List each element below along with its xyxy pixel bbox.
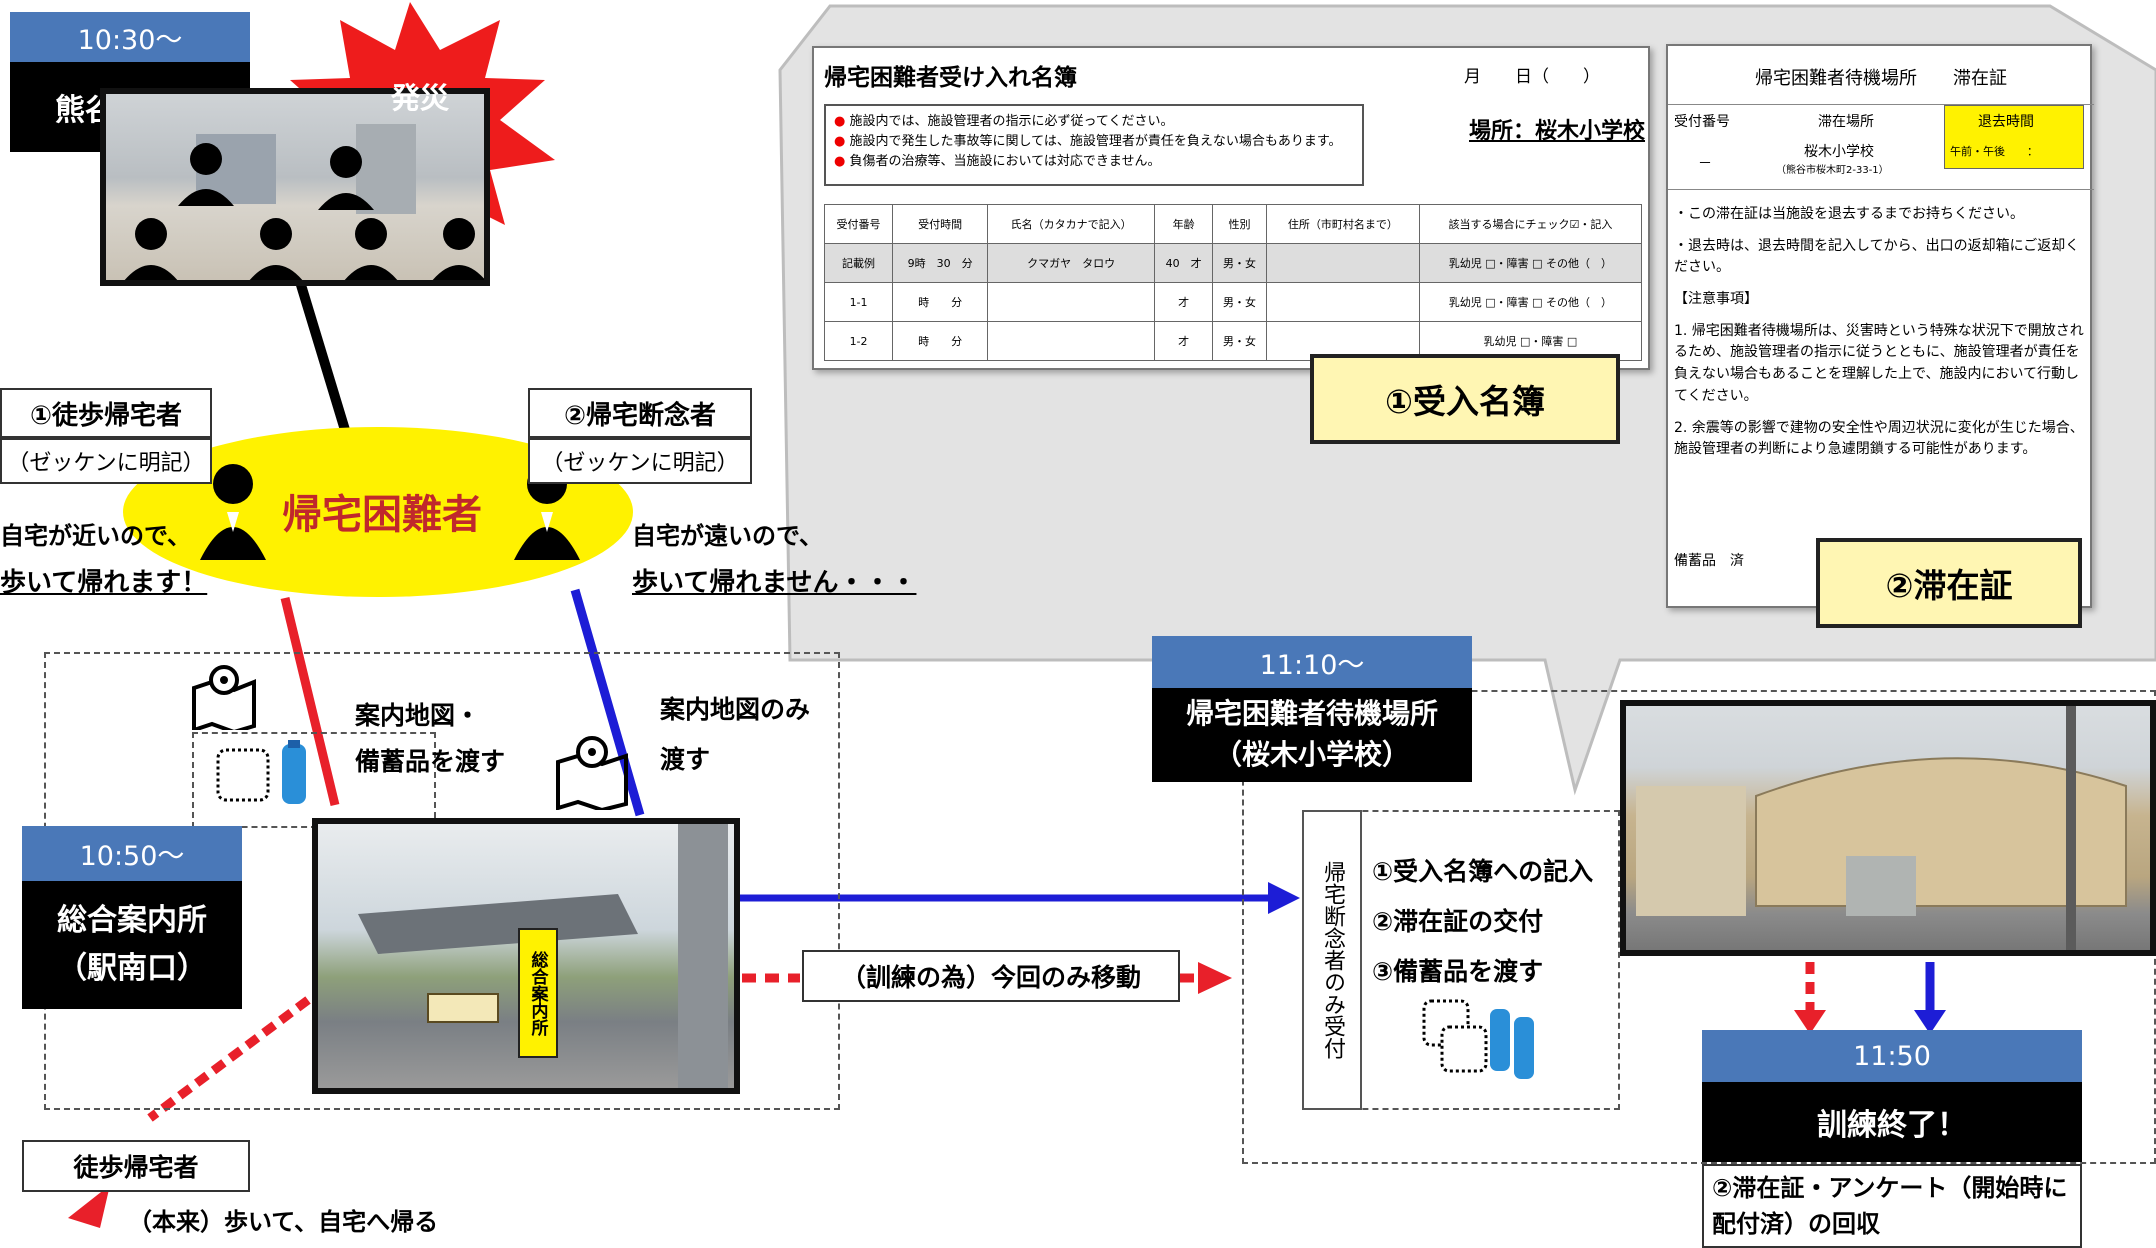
move-arrow-head [1198,962,1232,994]
stuck-desc2: 歩いて帰れません・・・ [632,568,917,598]
permit-h1: 受付番号 [1674,114,1730,130]
supplies-icon [216,740,306,804]
info-time: 10:50〜 [22,826,242,881]
permit-line: ・退去時は、退去時間を記入してから、出口の返却箱にご返却ください。 [1674,237,2080,276]
permit-body: ・この滞在証は当施設を退去するまでお持ちください。 ・退去時は、退去時間を記入し… [1674,204,2088,461]
end-label: 訓練終了！ [1702,1082,2082,1162]
register-title: 帰宅困難者受け入れ名簿 [824,65,1077,91]
station-time: 10:30〜 [10,12,250,62]
school-photo [1620,700,2156,956]
walkhome-title: 徒歩帰宅者 [22,1140,250,1192]
permit-doc: 帰宅困難者待機場所 滞在証 受付番号 滞在場所 退去時間 － 桜木小学校 （熊谷… [1666,44,2094,608]
permit-h2: 滞在場所 [1818,114,1874,130]
walker-note: （ゼッケンに明記） [0,438,212,484]
col-header: 該当する場合にチェック☑・記入 [1418,204,1643,244]
burst-label: 発災 [390,81,449,115]
col-header: 受付番号 [823,204,894,244]
info-place2: （駅南口） [57,951,207,986]
register-rule: ● 負傷者の治療等、当施設においては対応できません。 [834,154,1161,170]
register-rule: ● 施設内で発生した事故等に関しては、施設管理者が責任を負えない場合もあります。 [834,134,1342,150]
stuck-line [570,588,645,817]
walker-desc1: 自宅が近いので、 [0,522,192,550]
handout-walker1: 案内地図・ [355,701,481,730]
stuck-desc1: 自宅が遠いので、 [632,522,824,550]
col-header: 氏名（カタカナで記入） [987,204,1156,244]
permit-line: 1. 帰宅困難者待機場所は、災害時という特殊な状況下で開放されるため、施設管理者… [1674,322,2084,404]
shelter-step2: ②滞在証の交付 [1372,907,1544,936]
info-place1: 総合案内所 [57,903,207,938]
end-note: ②滞在証・アンケート（開始時に 配付済）の回収 [1702,1164,2082,1248]
shelter-place: 帰宅困難者待機場所 （桜木小学校） [1152,688,1472,782]
permit-line: 2. 余震等の影響で建物の安全性や周辺状況に変化が生じた場合、施設管理者の判断に… [1674,419,2084,458]
permit-line: ・この滞在証は当施設を退去するまでお持ちください。 [1674,206,2024,222]
register-place: 場所：桜木小学校 [1469,119,1646,144]
handout-walker2: 備蓄品を渡す [355,747,506,776]
handout-stuck2: 渡す [660,745,711,774]
permit-v2: 桜木小学校 [1804,144,1874,160]
register-table: 受付番号 受付時間 氏名（カタカナで記入） 年齢 性別 住所（市町村名まで） 該… [823,204,1643,361]
walker-line [280,596,340,807]
permit-stock: 備蓄品 済 [1674,553,1744,569]
col-header: 年齢 [1154,204,1213,244]
people-icons [124,124,484,280]
stuck-title: ②帰宅断念者 [528,388,752,438]
register-rules: ● 施設内では、施設管理者の指示に必ず従ってください。 ● 施設内で発生した事故… [824,104,1364,186]
register-doc: 帰宅困難者受け入れ名簿 月 日（ ） 場所：桜木小学校 ● 施設内では、施設管理… [812,46,1650,370]
stuck-note: （ゼッケンに明記） [528,438,752,484]
person-icon [200,464,266,560]
register-date: 月 日（ ） [1464,67,1600,87]
register-rule: ● 施設内では、施設管理者の指示に必ず従ってください。 [834,114,1174,129]
col-header: 住所（市町村名まで） [1265,204,1420,244]
walkhome-arrow-head [68,1185,110,1228]
shelter-place1: 帰宅困難者待機場所 [1185,697,1438,731]
end-time: 11:50 [1702,1030,2082,1082]
station-photo [100,88,490,286]
station-link [293,273,350,432]
table-header-row: 受付番号 受付時間 氏名（カタカナで記入） 年齢 性別 住所（市町村名まで） 該… [823,204,1643,244]
reception-vertical: 帰宅断念者のみ受付 [1302,810,1362,1110]
shelter-step3: ③備蓄品を渡す [1372,957,1544,986]
end-note1: ②滞在証・アンケート（開始時に [1712,1174,2068,1202]
col-header: 受付時間 [892,204,989,244]
info-sign: 総合案内所 [518,928,558,1058]
walker-title: ①徒歩帰宅者 [0,388,212,438]
permit-v3: 午前・午後 ： [1950,145,2038,158]
end-note2: 配付済）の回収 [1712,1210,1880,1238]
info-place: 総合案内所 （駅南口） [22,881,242,1009]
permit-h3: 退去時間 [1978,114,2034,130]
register-tag: ①受入名簿 [1310,354,1620,444]
shelter-step1: ①受入名簿への記入 [1372,857,1594,886]
blue-arrow-head [1268,882,1300,914]
supplies-icon [1422,999,1534,1079]
shelter-place2: （桜木小学校） [1213,738,1410,771]
map-icon [556,736,628,810]
col-header: 性別 [1212,204,1267,244]
permit-line: 【注意事項】 [1674,291,1758,308]
permit-v1: － [1698,156,1712,172]
center-label: 帰宅困難者 [282,492,482,538]
move-label: （訓練の為）今回のみ移動 [802,950,1180,1002]
permit-table: 受付番号 滞在場所 退去時間 － 桜木小学校 （熊谷市桜木町2-33-1） 午前… [1668,104,2094,190]
permit-v2b: （熊谷市桜木町2-33-1） [1776,165,1889,176]
handout-stuck1: 案内地図のみ [660,695,811,724]
walkhome-desc: （本来）歩いて、自宅へ帰る [128,1208,439,1236]
walker-desc2: 歩いて帰れます！ [0,568,208,598]
map-icon [192,665,256,730]
permit-title: 帰宅困難者待機場所 滞在証 [1755,68,2007,89]
shelter-time: 11:10〜 [1152,636,1472,688]
permit-tag: ②滞在証 [1816,538,2082,628]
